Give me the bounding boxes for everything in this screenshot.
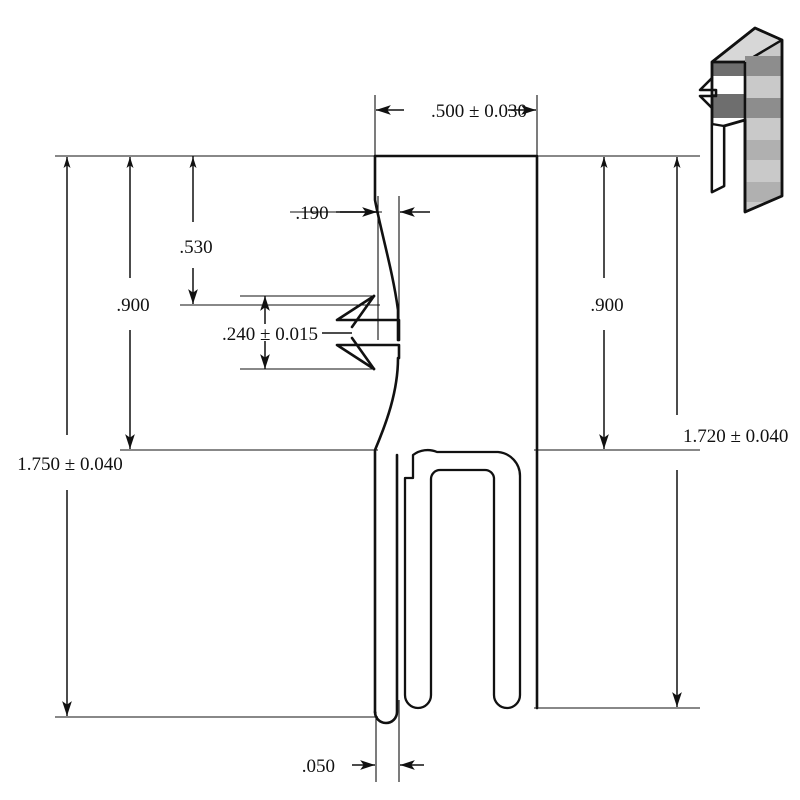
right-overall-height-dimension-text: 1.720 ± 0.040 [683, 426, 788, 447]
barb-span-dimension-text: .240 ± 0.015 [222, 324, 318, 345]
left-shoulder-height-dimension-text: .900 [116, 295, 149, 316]
isometric-view [698, 26, 784, 214]
barb-offset-dimension-text: .190 [295, 203, 328, 224]
barb-top-height-dimension-text: .530 [179, 237, 212, 258]
leg-thickness-dimension-text: .050 [302, 756, 335, 777]
dimension-arrowheads-top [63, 157, 681, 168]
dimension-lines [62, 105, 682, 770]
clip-profile-outline [373, 154, 539, 725]
left-overall-height-dimension-text: 1.750 ± 0.040 [17, 454, 122, 475]
extension-lines [55, 95, 700, 782]
overall-width-dimension-text: .500 ± 0.030 [431, 101, 527, 122]
retention-barbs [335, 294, 401, 371]
right-shoulder-height-dimension-text: .900 [590, 295, 623, 316]
